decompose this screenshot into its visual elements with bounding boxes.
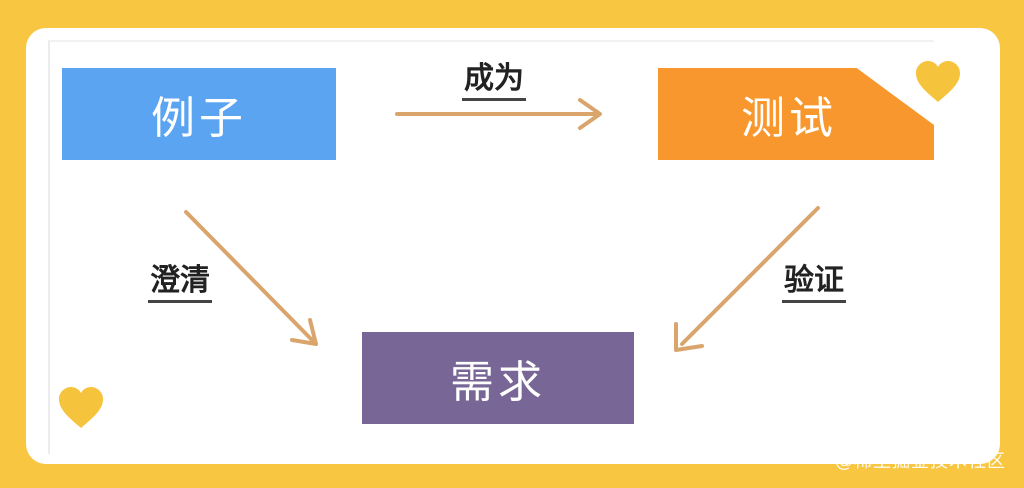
node-requirement: 需求 xyxy=(362,332,634,424)
heart-icon xyxy=(916,61,960,102)
arrow-example-to-test xyxy=(395,98,602,130)
node-example-label: 例子 xyxy=(151,93,247,144)
edge-label-verify: 验证 xyxy=(782,262,846,303)
edge-label-clarify: 澄清 xyxy=(148,262,212,303)
edge-label-become: 成为 xyxy=(462,60,526,101)
diagram-frame xyxy=(48,40,934,454)
arrow-example-to-requirement xyxy=(184,210,318,346)
node-example: 例子 xyxy=(62,68,336,160)
node-test-label: 测试 xyxy=(741,93,837,144)
arrow-test-to-requirement xyxy=(674,206,820,352)
heart-icon xyxy=(59,387,103,428)
watermark: @稀土掘金技术社区 xyxy=(835,451,1006,472)
node-requirement-label: 需求 xyxy=(450,357,546,408)
